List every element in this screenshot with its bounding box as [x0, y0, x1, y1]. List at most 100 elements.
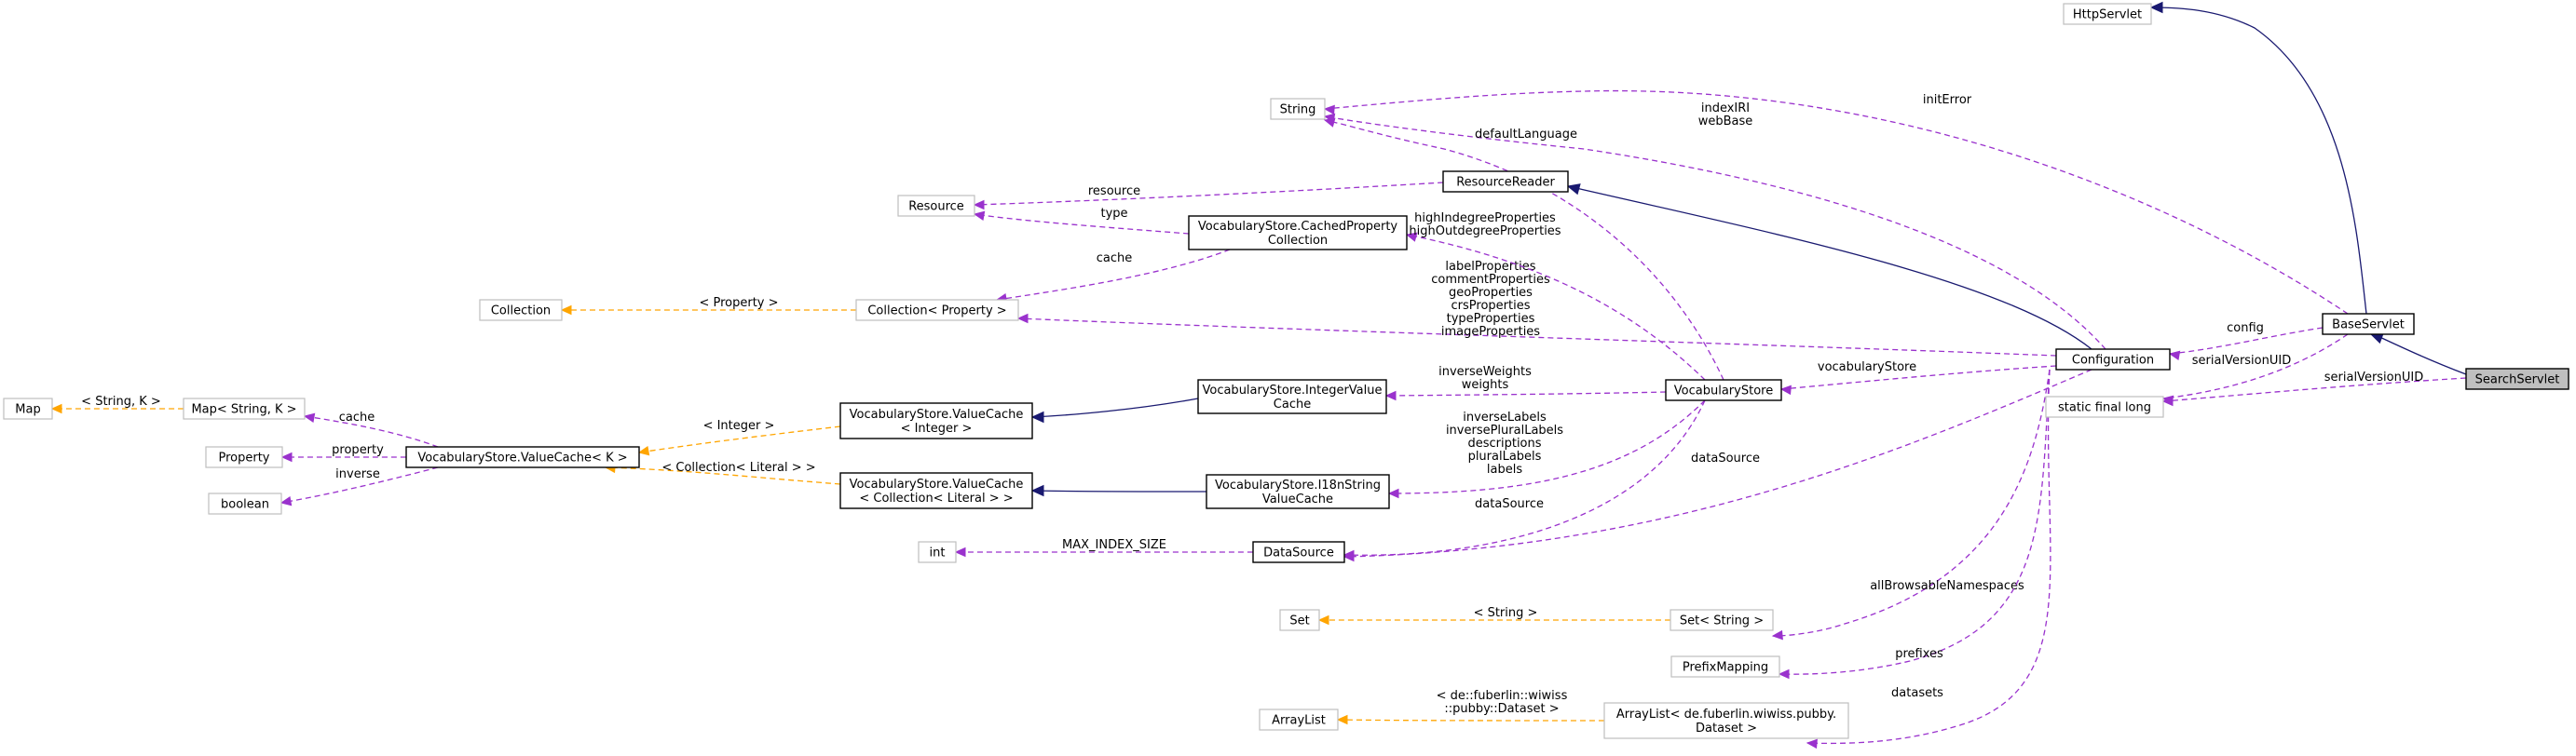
class-node-arraylistdataset[interactable]: ArrayList< de.fuberlin.wiwiss.pubby.Data…	[1603, 702, 1849, 739]
class-node-vocabularystore[interactable]: VocabularyStore	[1665, 379, 1782, 401]
edge-label: serialVersionUID	[2192, 354, 2291, 368]
edge-label: < Integer >	[703, 419, 775, 433]
class-name-text: VocabularyStore.ValueCache	[850, 408, 1024, 422]
class-box	[1279, 609, 1320, 631]
class-name-text: PrefixMapping	[1683, 661, 1768, 675]
edge-label: pluralLabels	[1468, 450, 1542, 464]
class-node-boolean[interactable]: boolean	[208, 493, 282, 515]
class-box	[1603, 702, 1849, 739]
class-node-valuecacheint[interactable]: VocabularyStore.ValueCache< Integer >	[839, 402, 1033, 439]
usage-edge: cache	[303, 411, 439, 448]
edge-line	[2151, 7, 2367, 315]
class-name-text: boolean	[221, 498, 269, 512]
arrowhead	[2149, 1, 2163, 14]
arrowhead	[1343, 549, 1355, 560]
usage-edge: type	[973, 207, 1190, 235]
edge-label: descriptions	[1467, 437, 1541, 451]
class-node-map[interactable]: Map	[3, 398, 53, 420]
arrowhead	[1317, 614, 1329, 626]
usage-edge: labelPropertiescommentPropertiesgeoPrope…	[1016, 260, 2057, 357]
edge-label: inverseLabels	[1463, 411, 1547, 425]
arrowhead	[280, 452, 293, 463]
class-name-text: Configuration	[2072, 354, 2154, 368]
usage-edge: inverse	[279, 466, 439, 506]
template-edge: < String >	[1317, 606, 1671, 626]
arrowhead	[50, 403, 62, 414]
class-name-text: VocabularyStore.I18nString	[1215, 479, 1381, 493]
class-box	[1270, 98, 1326, 120]
class-node-searchservlet[interactable]: SearchServlet	[2465, 368, 2569, 390]
edge-line	[974, 213, 1190, 235]
class-node-httpservlet[interactable]: HttpServlet	[2063, 3, 2152, 25]
edge-label: vocabularyStore	[1818, 360, 1916, 374]
class-box	[918, 541, 957, 563]
arrowhead	[2168, 350, 2181, 361]
edge-line	[1324, 89, 2349, 315]
class-node-configuration[interactable]: Configuration	[2055, 348, 2171, 371]
class-node-valuecachecoll[interactable]: VocabularyStore.ValueCache< Collection< …	[839, 472, 1033, 509]
class-node-mapstringk[interactable]: Map< String, K >	[183, 398, 306, 420]
class-node-valuecachek[interactable]: VocabularyStore.ValueCache< K >	[405, 446, 640, 468]
edge-label: geoProperties	[1449, 286, 1533, 300]
class-node-staticfinallong[interactable]: static final long	[2045, 396, 2164, 418]
edge-label: inverse	[335, 467, 380, 481]
class-node-prefixmapping[interactable]: PrefixMapping	[1670, 655, 1780, 678]
template-edge: < Collection< Literal > >	[604, 461, 841, 485]
usage-edge: allBrowsableNamespaces	[1771, 369, 2051, 641]
arrowhead	[1779, 385, 1792, 396]
inheritance-edge	[2369, 332, 2467, 375]
arrowhead	[1771, 629, 1783, 641]
class-node-setstring[interactable]: Set< String >	[1670, 609, 1774, 631]
class-box	[2063, 3, 2152, 25]
class-node-resourcereader[interactable]: ResourceReader	[1442, 170, 1569, 193]
edge-label: cache	[339, 411, 375, 425]
class-name-text: ResourceReader	[1456, 176, 1555, 190]
class-node-baseservlet[interactable]: BaseServlet	[2322, 313, 2415, 335]
class-node-datasource[interactable]: DataSource	[1252, 541, 1345, 563]
class-node-int[interactable]: int	[918, 541, 957, 563]
arrowhead	[2161, 395, 2174, 406]
edge-line	[1343, 369, 2092, 558]
usage-edge: prefixes	[1778, 369, 2051, 680]
edge-label: prefixes	[1895, 647, 1943, 661]
edge-line	[1806, 369, 2051, 745]
usage-edge: serialVersionUID	[2161, 333, 2349, 406]
arrowhead	[973, 210, 986, 222]
inheritance-edge	[1030, 398, 1199, 424]
class-box	[1197, 379, 1387, 414]
class-node-resource[interactable]: Resource	[897, 195, 975, 217]
arrowhead	[637, 445, 650, 456]
edge-label: indexIRI	[1701, 101, 1750, 115]
class-name-text: VocabularyStore.CachedProperty	[1198, 220, 1398, 234]
edge-label: initError	[1923, 93, 1972, 107]
class-node-arraylist[interactable]: ArrayList	[1259, 709, 1339, 731]
class-name-text: ArrayList	[1272, 714, 1326, 728]
edge-line	[1324, 115, 2106, 350]
edge-label: cache	[1097, 251, 1133, 265]
class-node-set[interactable]: Set	[1279, 609, 1320, 631]
class-name-text: int	[930, 547, 946, 560]
edge-label: highIndegreeProperties	[1414, 211, 1556, 225]
class-name-text: Property	[218, 452, 269, 466]
class-name-text: < Collection< Literal > >	[859, 492, 1013, 506]
class-node-string[interactable]: String	[1270, 98, 1326, 120]
usage-edge: vocabularyStore	[1779, 360, 2057, 396]
inheritance-edge	[2149, 1, 2367, 315]
class-box	[2322, 313, 2415, 335]
edge-label: weights	[1462, 378, 1509, 392]
edge-label: serialVersionUID	[2324, 371, 2423, 385]
edge-label: allBrowsableNamespaces	[1870, 579, 2024, 593]
edge-line	[2169, 327, 2324, 355]
class-node-property[interactable]: Property	[205, 446, 283, 468]
arrowhead	[560, 304, 572, 316]
template-edge: < Property >	[560, 296, 857, 316]
class-node-collection[interactable]: Collection	[479, 299, 563, 321]
class-box	[1665, 379, 1782, 401]
edge-line	[605, 466, 841, 485]
class-name-text: Collection< Property >	[867, 304, 1006, 318]
class-node-collectionprop[interactable]: Collection< Property >	[855, 299, 1019, 321]
arrowhead	[1566, 183, 1581, 196]
